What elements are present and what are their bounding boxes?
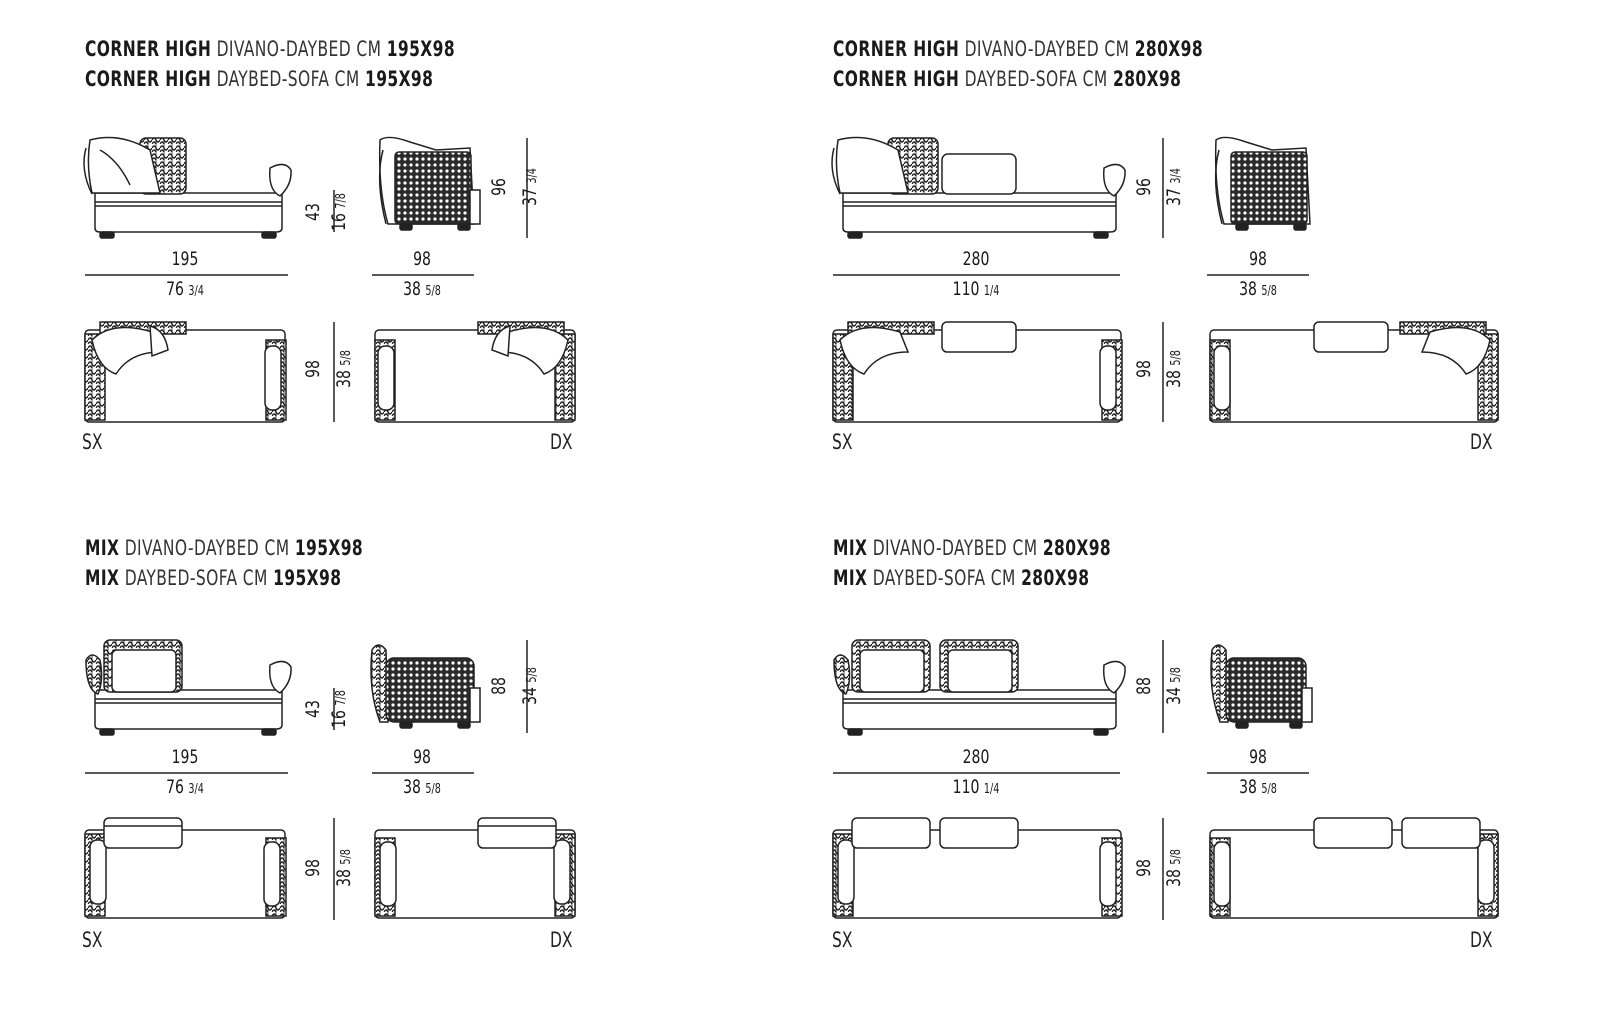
panel-1-depth-cm: 98 bbox=[413, 248, 431, 270]
panel-3-height-in: 34 5/8 bbox=[519, 667, 541, 705]
panel-1-dx-label: DX bbox=[550, 430, 573, 454]
panel-3-title: MIX DIVANO-DAYBED CM 195X98 MIX DAYBED-S… bbox=[85, 533, 363, 593]
panel-4-width-cm: 280 bbox=[962, 746, 990, 768]
panel-1-title-line2: CORNER HIGH DAYBED-SOFA CM 195X98 bbox=[85, 67, 434, 91]
panel-4-title-line1: MIX DIVANO-DAYBED CM 280X98 bbox=[833, 536, 1112, 560]
panel-2-front-view bbox=[831, 136, 1126, 239]
panel-3-title-line2: MIX DAYBED-SOFA CM 195X98 bbox=[85, 566, 342, 590]
panel-1-seat-cm: 43 bbox=[302, 203, 324, 221]
panel-4-title: MIX DIVANO-DAYBED CM 280X98 MIX DAYBED-S… bbox=[833, 533, 1111, 593]
panel-3-width-cm: 195 bbox=[171, 746, 199, 768]
panel-3-plan-dx bbox=[374, 817, 576, 919]
panel-4-height-cm: 88 bbox=[1133, 677, 1155, 695]
panel-2-plan-depth-cm: 98 bbox=[1133, 360, 1155, 378]
panel-1-depth-in: 38 5/8 bbox=[403, 278, 441, 300]
panel-2-side-view bbox=[1214, 136, 1311, 231]
panel-1-plan-sx bbox=[84, 321, 287, 423]
panel-2-plan-depth-in: 38 5/8 bbox=[1163, 350, 1185, 388]
panel-1-height-in: 37 3/4 bbox=[519, 168, 541, 206]
panel-3-width-in: 76 3/4 bbox=[166, 776, 204, 798]
panel-1-width-in: 76 3/4 bbox=[166, 278, 204, 300]
panel-4-front-view bbox=[833, 639, 1126, 736]
panel-3-seat-cm: 43 bbox=[302, 700, 324, 718]
panel-2-height-cm: 96 bbox=[1133, 178, 1155, 196]
panel-3-plan-sx bbox=[84, 817, 287, 919]
panel-2-title-line1: CORNER HIGH DIVANO-DAYBED CM 280X98 bbox=[833, 37, 1204, 61]
panel-4-dx-label: DX bbox=[1470, 928, 1493, 952]
panel-4-title-line2: MIX DAYBED-SOFA CM 280X98 bbox=[833, 566, 1090, 590]
panel-1-plan-depth-in: 38 5/8 bbox=[333, 350, 355, 388]
panel-1-title-line1: CORNER HIGH DIVANO-DAYBED CM 195X98 bbox=[85, 37, 456, 61]
panel-2-width-in: 110 1/4 bbox=[952, 278, 1000, 300]
panel-1-front-view bbox=[83, 136, 292, 239]
panel-3-plan-depth-in: 38 5/8 bbox=[333, 849, 355, 887]
panel-4-depth-in: 38 5/8 bbox=[1239, 776, 1277, 798]
panel-1-side-view bbox=[378, 136, 481, 231]
panel-3-height-cm: 88 bbox=[488, 677, 510, 695]
panel-2-plan-sx bbox=[832, 321, 1123, 423]
dimension-lines bbox=[85, 138, 1309, 920]
panel-3-plan-depth-cm: 98 bbox=[302, 859, 324, 877]
panel-2-width-cm: 280 bbox=[962, 248, 990, 270]
panel-1-seat-in: 16 7/8 bbox=[328, 193, 350, 231]
panel-3-dx-label: DX bbox=[550, 928, 573, 952]
panel-3-side-view bbox=[370, 644, 481, 729]
panel-3-front-view bbox=[85, 639, 292, 736]
panel-1-width-cm: 195 bbox=[171, 248, 199, 270]
panel-4-sx-label: SX bbox=[832, 928, 853, 952]
panel-2-dx-label: DX bbox=[1470, 430, 1493, 454]
panel-1-title: CORNER HIGH DIVANO-DAYBED CM 195X98 CORN… bbox=[85, 34, 455, 94]
panel-4-depth-cm: 98 bbox=[1249, 746, 1267, 768]
panel-3-depth-in: 38 5/8 bbox=[403, 776, 441, 798]
panel-1-plan-dx bbox=[374, 321, 576, 423]
panel-4-side-view bbox=[1210, 644, 1313, 729]
panel-3-sx-label: SX bbox=[82, 928, 103, 952]
panel-4-plan-depth-cm: 98 bbox=[1133, 859, 1155, 877]
panel-2-height-in: 37 3/4 bbox=[1163, 168, 1185, 206]
panel-2-sx-label: SX bbox=[832, 430, 853, 454]
panel-4-plan-sx bbox=[832, 817, 1123, 919]
panel-1-plan-depth-cm: 98 bbox=[302, 360, 324, 378]
panel-2-title-line2: CORNER HIGH DAYBED-SOFA CM 280X98 bbox=[833, 67, 1182, 91]
panel-2-depth-cm: 98 bbox=[1249, 248, 1267, 270]
panel-4-plan-depth-in: 38 5/8 bbox=[1163, 849, 1185, 887]
panel-1-sx-label: SX bbox=[82, 430, 103, 454]
panel-3-depth-cm: 98 bbox=[413, 746, 431, 768]
panel-4-height-in: 34 5/8 bbox=[1163, 667, 1185, 705]
panel-2-plan-dx bbox=[1209, 321, 1499, 423]
panel-1-height-cm: 96 bbox=[488, 178, 510, 196]
panel-2-title: CORNER HIGH DIVANO-DAYBED CM 280X98 CORN… bbox=[833, 34, 1203, 94]
panel-4-plan-dx bbox=[1209, 817, 1499, 919]
panel-3-title-line1: MIX DIVANO-DAYBED CM 195X98 bbox=[85, 536, 364, 560]
panel-2-depth-in: 38 5/8 bbox=[1239, 278, 1277, 300]
panel-3-seat-in: 16 7/8 bbox=[328, 690, 350, 728]
panel-4-width-in: 110 1/4 bbox=[952, 776, 1000, 798]
